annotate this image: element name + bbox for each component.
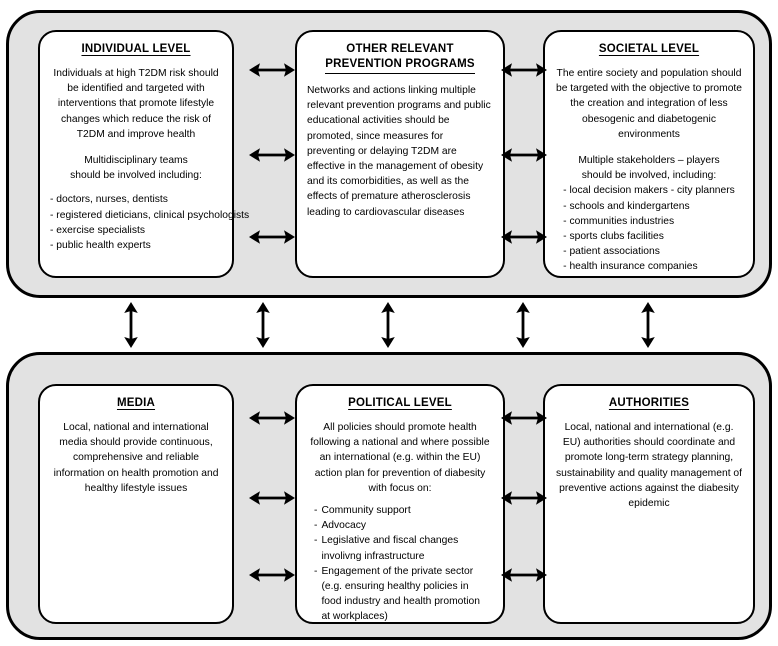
prevention-programs-title-line-2: PREVENTION PROGRAMS bbox=[325, 57, 475, 74]
box-media-body: Local, national and international media … bbox=[50, 420, 222, 496]
list-item-marker: - bbox=[314, 505, 318, 517]
box-prevention-programs-title: OTHER RELEVANT PREVENTION PROGRAMS bbox=[307, 42, 493, 74]
list-item: - local decision makers - city planners bbox=[563, 185, 735, 197]
arrow-panels-link-1-icon bbox=[121, 301, 141, 349]
societal-paragraph-2: Multiple stakeholders – players should b… bbox=[555, 153, 743, 183]
prevention-programs-title-line-1: OTHER RELEVANT bbox=[346, 43, 454, 55]
list-item: - Legislative and fiscal changes involiv… bbox=[314, 533, 486, 563]
list-item-label: Advocacy bbox=[321, 520, 367, 532]
arrow-panels-link-5-icon bbox=[638, 301, 658, 349]
list-item-label: Legislative and fiscal changes involivng… bbox=[321, 535, 459, 562]
list-item: - public health experts bbox=[50, 240, 151, 252]
arrow-panels-link-4-icon bbox=[513, 301, 533, 349]
list-item: - schools and kindergartens bbox=[563, 200, 690, 212]
box-authorities: AUTHORITIES Local, national and internat… bbox=[543, 384, 755, 624]
box-societal-level-title: SOCIETAL LEVEL bbox=[598, 43, 700, 55]
list-item: - Engagement of the private sector (e.g.… bbox=[314, 564, 486, 625]
programs-paragraph-1: Networks and actions linking multiple re… bbox=[307, 85, 491, 218]
societal-paragraph-1: The entire society and population should… bbox=[555, 68, 743, 140]
individual-paragraph-1: Individuals at high T2DM risk should be … bbox=[53, 68, 219, 140]
box-media-title: MEDIA bbox=[116, 397, 156, 409]
box-authorities-body: Local, national and international (e.g. … bbox=[555, 420, 743, 511]
individual-paragraph-2: Multidisciplinary teams should be involv… bbox=[50, 153, 222, 183]
individual-paragraph-2-line-2: should be involved including: bbox=[70, 170, 202, 182]
list-item-marker: - bbox=[314, 520, 318, 532]
societal-paragraph-2-line-2: should be involved, including: bbox=[581, 170, 717, 182]
list-item: - patient associations bbox=[563, 246, 660, 258]
box-prevention-programs-body: Networks and actions linking multiple re… bbox=[307, 83, 493, 220]
individual-stakeholder-list: - doctors, nurses, dentists - registered… bbox=[50, 192, 249, 253]
list-item: - exercise specialists bbox=[50, 224, 145, 236]
box-political-level-body: All policies should promote health follo… bbox=[307, 420, 493, 625]
arrow-panels-link-3-icon bbox=[378, 301, 398, 349]
list-item-marker: - bbox=[314, 535, 318, 547]
box-societal-level-body: The entire society and population should… bbox=[555, 66, 743, 275]
authorities-paragraph-1: Local, national and international (e.g. … bbox=[555, 422, 743, 510]
box-individual-level-title: INDIVIDUAL LEVEL bbox=[81, 43, 191, 55]
box-other-relevant-prevention-programs: OTHER RELEVANT PREVENTION PROGRAMS Netwo… bbox=[295, 30, 505, 278]
list-item: - communities industries bbox=[563, 215, 675, 227]
list-item: - Advocacy bbox=[314, 518, 486, 533]
box-societal-level: SOCIETAL LEVEL The entire society and po… bbox=[543, 30, 755, 278]
box-political-level: POLITICAL LEVEL All policies should prom… bbox=[295, 384, 505, 624]
list-item: - Community support bbox=[314, 503, 486, 518]
political-paragraph-1: All policies should promote health follo… bbox=[310, 422, 490, 494]
list-item: - doctors, nurses, dentists bbox=[50, 194, 168, 206]
list-item: - health insurance companies bbox=[563, 261, 698, 273]
media-paragraph-1: Local, national and international media … bbox=[53, 422, 219, 494]
individual-paragraph-2-line-1: Multidisciplinary teams bbox=[84, 155, 188, 167]
box-media: MEDIA Local, national and international … bbox=[38, 384, 234, 624]
box-individual-level: INDIVIDUAL LEVEL Individuals at high T2D… bbox=[38, 30, 249, 278]
societal-stakeholder-list: - local decision makers - city planners … bbox=[563, 183, 735, 274]
box-political-level-title: POLITICAL LEVEL bbox=[348, 397, 452, 409]
list-item-label: Engagement of the private sector (e.g. e… bbox=[321, 565, 480, 623]
list-item-label: Community support bbox=[321, 505, 411, 517]
box-authorities-title: AUTHORITIES bbox=[608, 397, 690, 409]
box-individual-level-body: Individuals at high T2DM risk should be … bbox=[50, 66, 249, 253]
political-focus-list: - Community support - Advocacy - Legisla… bbox=[314, 503, 486, 625]
list-item: - sports clubs facilities bbox=[563, 231, 664, 243]
arrow-panels-link-2-icon bbox=[253, 301, 273, 349]
list-item: - registered dieticians, clinical psycho… bbox=[50, 209, 250, 221]
societal-paragraph-2-line-1: Multiple stakeholders – players bbox=[578, 155, 720, 167]
list-item-marker: - bbox=[314, 565, 318, 577]
